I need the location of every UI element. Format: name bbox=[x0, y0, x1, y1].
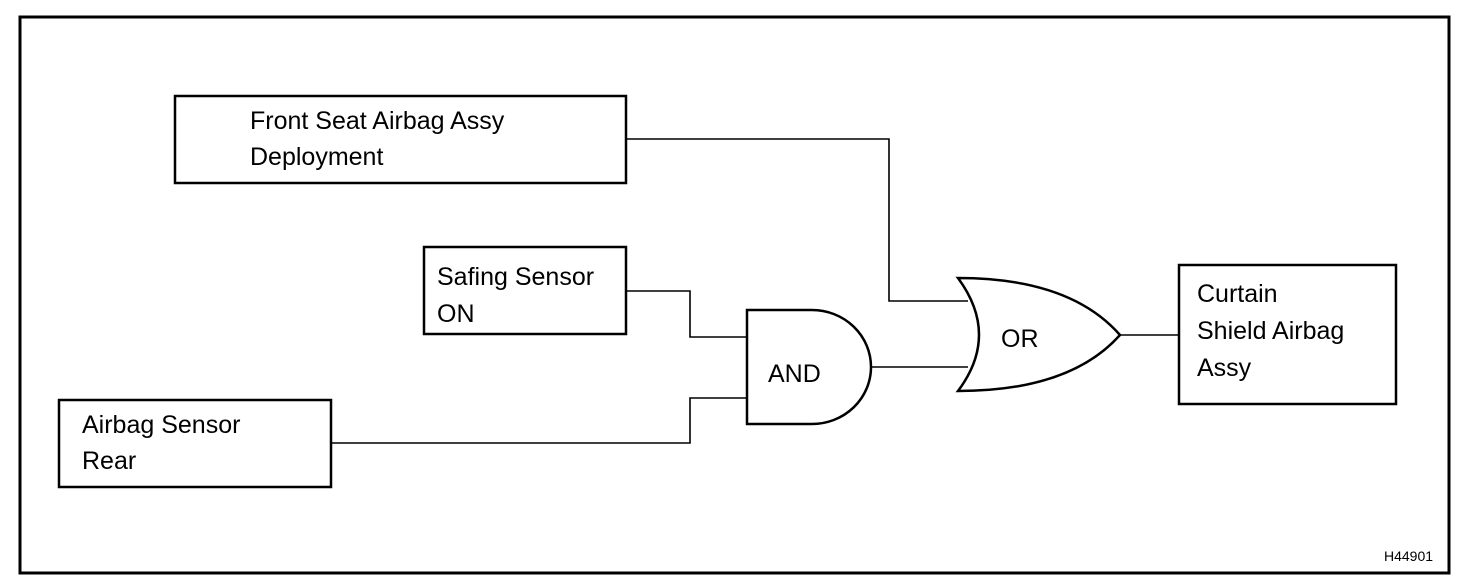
safing-label-line2: ON bbox=[437, 300, 475, 328]
curtain-label-line2: Shield Airbag bbox=[1197, 317, 1344, 345]
or-gate-label: OR bbox=[1001, 325, 1039, 353]
curtain-label-line1: Curtain bbox=[1197, 280, 1278, 308]
or-gate: OR bbox=[955, 276, 1122, 393]
airbag-sensor-rear-block: Airbag Sensor Rear bbox=[57, 398, 333, 489]
airbag-rear-label-line2: Rear bbox=[82, 447, 136, 475]
diagram-frame bbox=[18, 15, 1451, 575]
front-seat-label-line1: Front Seat Airbag Assy bbox=[250, 107, 505, 135]
wire-safing-to-and bbox=[626, 290, 747, 338]
wire-front-seat-to-or bbox=[626, 138, 968, 302]
and-gate: AND bbox=[745, 308, 873, 426]
front-seat-label-line2: Deployment bbox=[250, 143, 383, 171]
curtain-label-line3: Assy bbox=[1197, 354, 1252, 382]
front-seat-airbag-block: Front Seat Airbag Assy Deployment bbox=[173, 94, 628, 185]
curtain-shield-airbag-block: Curtain Shield Airbag Assy bbox=[1177, 263, 1398, 406]
safing-sensor-block: Safing Sensor ON bbox=[422, 245, 628, 336]
safing-label-line1: Safing Sensor bbox=[437, 263, 594, 291]
wire-rear-to-and bbox=[331, 397, 747, 444]
and-gate-label: AND bbox=[768, 360, 821, 388]
airbag-rear-label-line1: Airbag Sensor bbox=[82, 411, 240, 439]
figure-reference-code: H44901 bbox=[1384, 548, 1433, 564]
